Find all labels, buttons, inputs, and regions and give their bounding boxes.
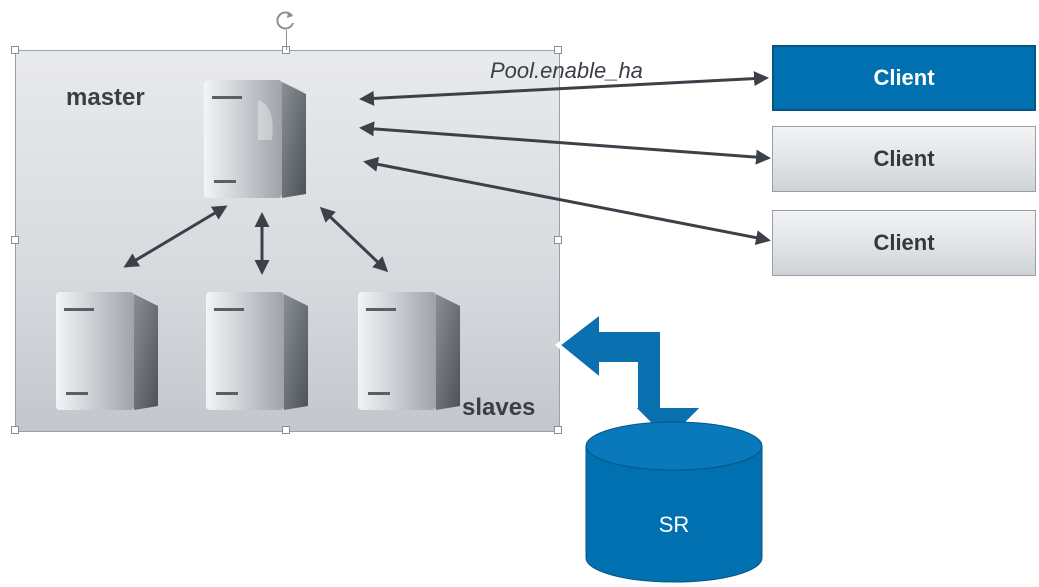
client-2-label: Client	[873, 146, 935, 171]
rotate-handle-icon[interactable]	[274, 8, 298, 32]
master-client-1-arrow	[359, 71, 769, 106]
slave-server-2-icon	[206, 292, 308, 410]
client-1-label: Client	[873, 65, 935, 90]
resize-handle-bottom-left[interactable]	[11, 426, 19, 434]
master-client-2-arrow	[359, 121, 771, 165]
resize-handle-middle-left[interactable]	[11, 236, 19, 244]
master-slave-3-arrow	[319, 206, 389, 273]
master-server-icon	[204, 80, 306, 198]
slave-server-1-icon	[56, 292, 158, 410]
client-3-label: Client	[873, 230, 935, 255]
rotation-stem	[286, 30, 287, 50]
sr-label: SR	[658, 512, 690, 537]
slave-server-3-icon	[358, 292, 460, 410]
client-2-box[interactable]: Client	[772, 126, 1036, 192]
resize-handle-bottom-right[interactable]	[554, 426, 562, 434]
resize-handle-bottom-middle[interactable]	[282, 426, 290, 434]
client-1-box[interactable]: Client	[772, 45, 1036, 111]
sr-storage-icon	[585, 421, 763, 583]
master-client-3-arrow	[363, 156, 771, 246]
slaves-label: slaves	[462, 394, 536, 421]
client-3-box[interactable]: Client	[772, 210, 1036, 276]
master-slave-1-arrow	[123, 205, 228, 268]
master-label: master	[66, 84, 145, 111]
resize-handle-top-right[interactable]	[554, 46, 562, 54]
resize-handle-top-left[interactable]	[11, 46, 19, 54]
